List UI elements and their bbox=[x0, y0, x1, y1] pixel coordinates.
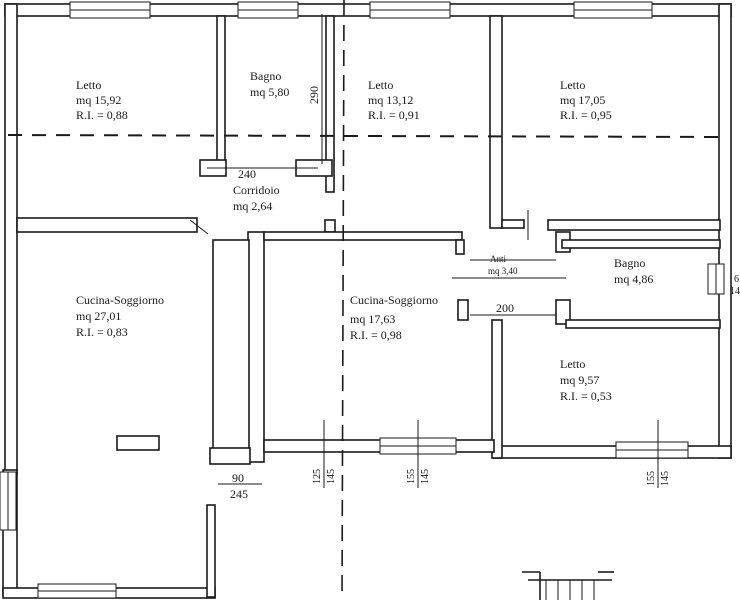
room-name: Letto bbox=[560, 357, 585, 371]
room-area: mq 2,64 bbox=[233, 199, 272, 213]
dim-155: 155 bbox=[406, 469, 417, 484]
room-name: Cucina-Soggiorno bbox=[76, 293, 164, 307]
room-letto-2: Letto mq 13,12 R.I. = 0,91 bbox=[368, 78, 420, 122]
room-area: mq 17,05 bbox=[560, 93, 605, 107]
room-name: Cucina-Soggiorno bbox=[350, 293, 438, 307]
interior-walls bbox=[16, 15, 721, 598]
dimension-lines bbox=[189, 14, 659, 488]
room-area: mq 9,57 bbox=[560, 373, 599, 387]
room-bagno-2: Bagno mq 4,86 bbox=[614, 256, 653, 286]
room-letto-4: Letto mq 9,57 R.I. = 0,53 bbox=[560, 357, 612, 403]
room-name: Bagno bbox=[250, 69, 281, 83]
room-corridoio: Corridoio mq 2,64 bbox=[233, 183, 280, 213]
room-cucina-soggiorno-1: Cucina-Soggiorno mq 27,01 R.I. = 0,83 bbox=[76, 293, 164, 339]
dim-edge-bottom: 14 bbox=[730, 286, 740, 297]
section-lines bbox=[7, 0, 721, 600]
room-area: mq 3,40 bbox=[488, 266, 518, 276]
dim-290: 290 bbox=[307, 86, 321, 104]
room-anti: Anti mq 3,40 bbox=[488, 254, 518, 276]
dim-245: 245 bbox=[230, 487, 248, 501]
room-area: mq 4,86 bbox=[614, 272, 653, 286]
room-ri: R.I. = 0,83 bbox=[76, 325, 128, 339]
staircase bbox=[522, 571, 614, 600]
room-name: Bagno bbox=[614, 256, 645, 270]
room-ri: R.I. = 0,53 bbox=[560, 389, 612, 403]
room-bagno-1: Bagno mq 5,80 bbox=[250, 69, 289, 99]
room-name: Letto bbox=[560, 78, 585, 92]
room-cucina-soggiorno-2: Cucina-Soggiorno mq 17,63 R.I. = 0,98 bbox=[350, 293, 438, 342]
room-letto-1: Letto mq 15,92 R.I. = 0,88 bbox=[76, 78, 128, 122]
room-ri: R.I. = 0,95 bbox=[560, 108, 612, 122]
room-area: mq 27,01 bbox=[76, 309, 121, 323]
dim-145: 145 bbox=[660, 471, 671, 486]
room-area: mq 13,12 bbox=[368, 93, 413, 107]
dim-edge-top: 6 bbox=[734, 274, 739, 285]
dim-240: 240 bbox=[238, 167, 256, 181]
room-letto-3: Letto mq 17,05 R.I. = 0,95 bbox=[560, 78, 612, 122]
room-name: Anti bbox=[490, 254, 507, 264]
dim-90: 90 bbox=[232, 471, 244, 485]
dim-125: 125 bbox=[312, 469, 323, 484]
room-ri: R.I. = 0,91 bbox=[368, 108, 420, 122]
room-name: Letto bbox=[76, 78, 101, 92]
room-ri: R.I. = 0,88 bbox=[76, 108, 128, 122]
room-area: mq 15,92 bbox=[76, 93, 121, 107]
room-name: Corridoio bbox=[233, 183, 280, 197]
room-ri: R.I. = 0,98 bbox=[350, 328, 402, 342]
room-area: mq 5,80 bbox=[250, 85, 289, 99]
dim-200: 200 bbox=[496, 301, 514, 315]
dim-145: 145 bbox=[326, 469, 337, 484]
dimension-labels: 240 290 200 90 245 125 145 155 145 155 1… bbox=[230, 86, 740, 501]
room-name: Letto bbox=[368, 78, 393, 92]
dim-155: 155 bbox=[646, 471, 657, 486]
dim-145: 145 bbox=[420, 469, 431, 484]
room-area: mq 17,63 bbox=[350, 312, 395, 326]
